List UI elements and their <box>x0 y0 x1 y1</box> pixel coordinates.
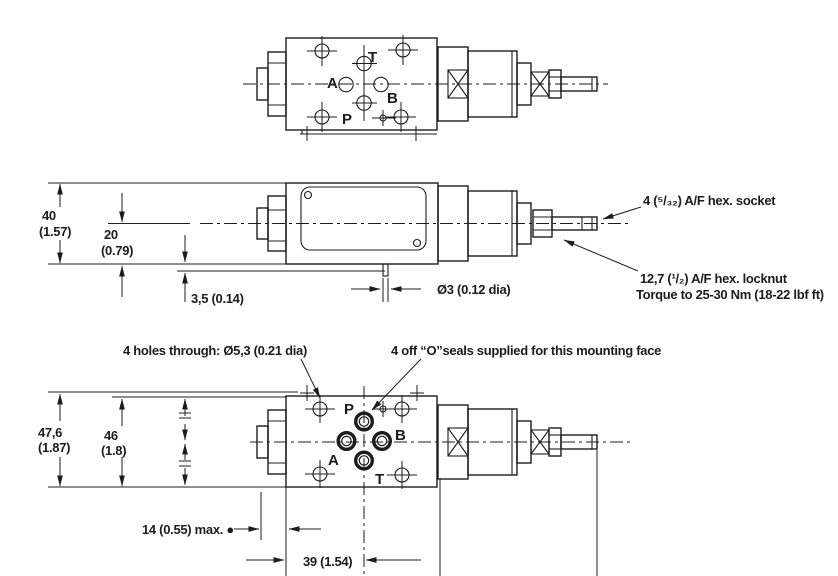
port-p-hole <box>352 95 377 111</box>
adjuster-assembly <box>437 185 598 262</box>
o-seal-port-b <box>372 431 393 452</box>
locating-pin-mark <box>300 126 314 141</box>
adjuster-neck <box>516 202 532 245</box>
dim-pin-dia-value: Ø3 (0.12 dia) <box>437 282 510 297</box>
locknut-text-line2: Torque to 25-30 Nm (18-22 lbf ft) <box>636 287 824 302</box>
port-b-label: B <box>387 90 398 107</box>
locating-pin-mark <box>409 126 423 141</box>
port-a-hole <box>338 76 354 93</box>
adjuster-assembly <box>437 404 598 480</box>
side-view: 40 (1.57) 20 (0.79) 3,5 (0.14) Ø3 (0.12 … <box>39 182 824 306</box>
annotation-hex-socket: 4 (⁵/₃₂) A/F hex. socket <box>602 193 777 220</box>
leader-line <box>300 358 321 399</box>
equal-mark <box>179 460 191 467</box>
dim-40: 40 (1.57) <box>39 183 71 264</box>
dim-pin-dia: Ø3 (0.12 dia) <box>351 282 511 297</box>
locknut-text-line1: 12,7 (¹/₂) A/F hex. locknut <box>640 271 788 286</box>
cross-symbol <box>447 427 469 457</box>
o-seal-port-p <box>354 411 375 432</box>
adjusting-screw <box>560 434 598 450</box>
locating-pin-mark <box>410 385 424 401</box>
dim-3-5: 3,5 (0.14) <box>182 235 244 306</box>
dim-47-6: 47,6 (1.87) <box>38 393 70 487</box>
dim-14-value: 14 (0.55) max. ● <box>142 522 234 537</box>
plate-screw <box>303 190 313 200</box>
dim-47-6-value: 47,6 <box>38 425 62 440</box>
equal-mark <box>179 412 191 419</box>
corner-hole-top-left <box>307 36 337 66</box>
dim-40-inch: (1.57) <box>39 224 71 239</box>
port-b-label: B <box>395 427 406 444</box>
corner-hole-bottom-left <box>307 102 337 132</box>
dim-14-max: 14 (0.55) max. ● <box>142 522 321 537</box>
leader-line <box>371 358 422 411</box>
dim-46-inch: (1.8) <box>101 443 126 458</box>
adjusting-screw <box>560 76 598 92</box>
end-plug-face <box>256 67 269 101</box>
hex-socket-text: 4 (⁵/₃₂) A/F hex. socket <box>643 193 776 208</box>
pilot-hole <box>372 401 397 417</box>
port-a-label: A <box>328 452 339 469</box>
port-t-label: T <box>375 471 384 488</box>
corner-hole-bottom-right <box>386 102 416 132</box>
dim-39: 39 (1.54) <box>246 554 421 569</box>
locating-pin-mark <box>300 385 314 401</box>
corner-hole-bottom-right <box>387 461 417 489</box>
dim-40-value: 40 <box>42 208 56 223</box>
port-b-hole <box>373 76 389 93</box>
port-t-label: T <box>368 49 377 66</box>
leader-line <box>563 239 639 272</box>
bottom-view: P B A T <box>38 343 661 576</box>
leader-line <box>602 206 642 220</box>
corner-hole-top-right <box>388 35 418 65</box>
port-a-label: A <box>327 75 338 92</box>
end-plug-face <box>256 207 269 240</box>
dim-20-inch: (0.79) <box>101 243 133 258</box>
adjuster-assembly <box>437 46 598 122</box>
cross-symbol <box>447 69 469 99</box>
locating-pin <box>382 263 389 302</box>
dim-46-value: 46 <box>104 428 118 443</box>
annotation-o-seals: 4 off “O”seals supplied for this mountin… <box>371 343 661 411</box>
port-p-label: P <box>342 111 352 128</box>
dim-20-value: 20 <box>104 227 118 242</box>
top-view: T A B P <box>243 35 608 141</box>
holes-text: 4 holes through: Ø5,3 (0.21 dia) <box>123 343 307 358</box>
corner-hole-bottom-left <box>305 460 335 488</box>
dim-39-value: 39 (1.54) <box>303 554 352 569</box>
dim-47-6-inch: (1.87) <box>38 440 70 455</box>
o-seals-text: 4 off “O”seals supplied for this mountin… <box>391 343 661 358</box>
annotation-holes: 4 holes through: Ø5,3 (0.21 dia) <box>123 343 321 399</box>
adjusting-screw <box>551 216 598 231</box>
end-plug-face <box>256 425 269 459</box>
corner-hole-top-left <box>305 395 335 423</box>
plate-screw <box>412 238 422 248</box>
o-seal-port-a <box>336 431 357 452</box>
dim-symmetry <box>179 398 191 486</box>
dim-3-5-value: 3,5 (0.14) <box>191 291 244 306</box>
annotation-locknut: 12,7 (¹/₂) A/F hex. locknut Torque to 25… <box>563 239 824 302</box>
port-t-hole <box>352 55 377 72</box>
dim-20: 20 (0.79) <box>101 193 133 297</box>
dim-46: 46 (1.8) <box>101 398 127 487</box>
name-plate <box>300 186 427 251</box>
pilot-hole <box>372 110 396 126</box>
o-seal-port-t <box>354 450 375 471</box>
port-p-label: P <box>344 401 354 418</box>
